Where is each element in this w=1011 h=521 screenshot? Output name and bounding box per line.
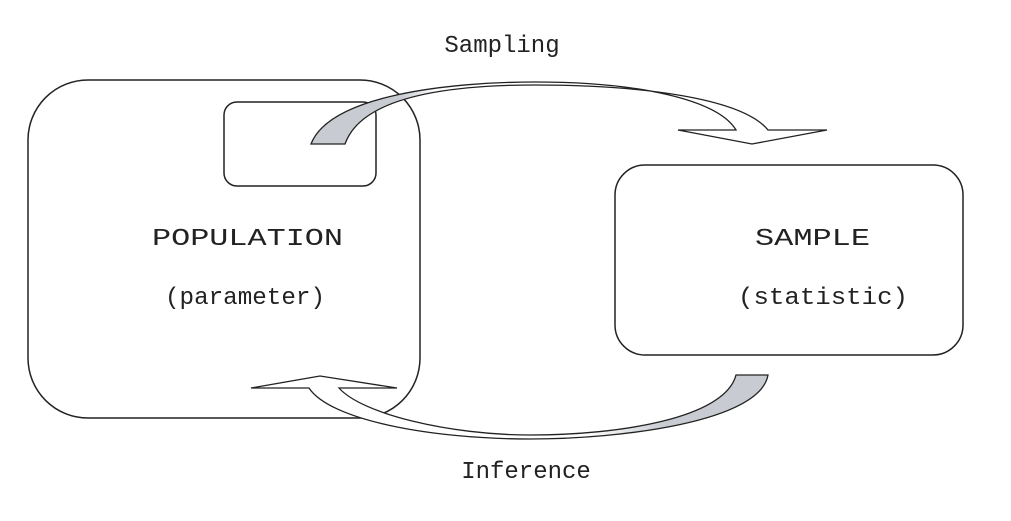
statistic-label: (statistic) xyxy=(738,285,908,312)
parameter-label: (parameter) xyxy=(165,285,325,312)
sample-box xyxy=(614,164,964,356)
sample-label: SAMPLE xyxy=(755,226,870,253)
population-label: POPULATION xyxy=(152,226,343,253)
sample-subset-box xyxy=(223,101,377,187)
sampling-arrow xyxy=(310,81,828,145)
population-box xyxy=(27,79,421,419)
sampling-label: Sampling xyxy=(444,33,559,60)
inference-label: Inference xyxy=(461,459,591,486)
inference-arrow xyxy=(250,374,769,440)
